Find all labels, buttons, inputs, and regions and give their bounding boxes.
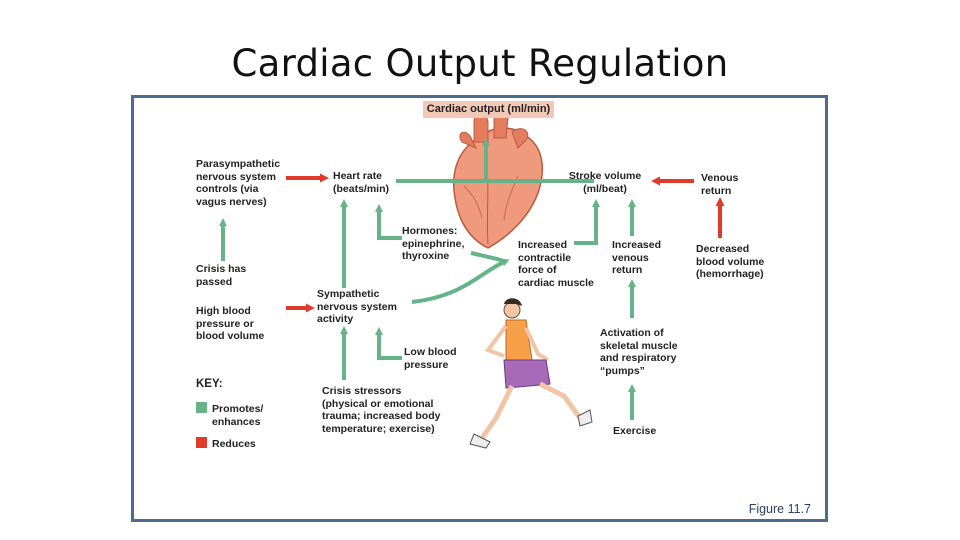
exercise-label: Exercise xyxy=(613,425,657,437)
promotes-swatch xyxy=(196,402,207,413)
venous-return-label: Venous return xyxy=(701,172,739,197)
heart-rate-label: Heart rate (beats/min) xyxy=(333,170,390,195)
figure-frame: Cardiac output (ml/min) Parasympathetic … xyxy=(131,95,828,522)
reduce-arrows xyxy=(286,173,725,313)
cardiac-output-box: Cardiac output (ml/min) xyxy=(423,101,554,118)
hormones-to-hr-arrow xyxy=(375,204,402,240)
low-bp-to-sympathetic-arrow xyxy=(375,327,402,360)
hormones-label: Hormones: epinephrine, thyroxine xyxy=(402,225,465,262)
sympathetic-label: Sympathetic nervous system activity xyxy=(317,288,397,325)
contractility-to-sv-arrow xyxy=(574,199,600,245)
reduces-swatch xyxy=(196,437,207,448)
key-title: KEY: xyxy=(196,378,223,390)
crisis-passed-label: Crisis has passed xyxy=(196,263,247,288)
sympathetic-to-contractility-arrow xyxy=(411,258,510,304)
promotes-key-label: Promotes/ enhances xyxy=(212,403,264,428)
parasympathetic-label: Parasympathetic nervous system controls … xyxy=(196,158,281,208)
figure-label: Figure 11.7 xyxy=(748,501,811,516)
decreased-blood-volume-label: Decreased blood volume (hemorrhage) xyxy=(696,243,765,280)
stroke-volume-label: Stroke volume (ml/beat) xyxy=(568,170,642,195)
crisis-stressors-label: Crisis stressors (physical or emotional … xyxy=(322,385,441,435)
slide-title: Cardiac Output Regulation xyxy=(231,42,729,85)
activation-label: Activation of skeletal muscle and respir… xyxy=(600,327,678,377)
increased-venous-return-label: Increased venous return xyxy=(612,239,662,276)
heart-illustration xyxy=(452,109,544,249)
diagram-arrows xyxy=(219,109,725,449)
promote-arrows xyxy=(219,138,636,420)
reduces-key-label: Reduces xyxy=(212,438,256,450)
increased-contractility-label: Increased contractile force of cardiac m… xyxy=(518,239,594,289)
hormones-to-contractility-arrow xyxy=(470,251,505,263)
low-bp-label: Low blood pressure xyxy=(404,346,457,371)
high-bp-label: High blood pressure or blood volume xyxy=(196,305,265,342)
runner-illustration xyxy=(469,298,593,449)
